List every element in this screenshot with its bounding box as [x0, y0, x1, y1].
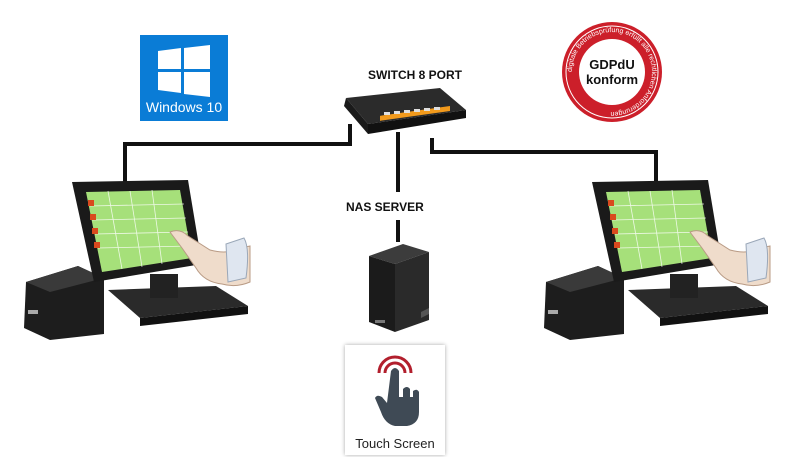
seal-subtitle: konform [586, 72, 638, 87]
receipt-printer-left [24, 266, 104, 340]
seal-title: GDPdU [589, 57, 635, 72]
pos-stand-left [108, 274, 248, 326]
windows-logo-icon [158, 45, 210, 97]
touch-monitor-left [72, 180, 202, 282]
cable-switch-to-left-terminal [123, 124, 352, 190]
pos-terminal-left [24, 180, 251, 340]
nas-server-icon [369, 244, 429, 332]
receipt-printer-right [544, 266, 624, 340]
touch-hand-icon [375, 355, 419, 426]
touch-monitor-right [592, 180, 722, 282]
windows-label: Windows 10 [145, 99, 223, 115]
cable-switch-to-right-terminal [430, 138, 658, 190]
nas-label: NAS SERVER [346, 200, 424, 214]
touch-label: Touch Screen [355, 436, 435, 451]
gdpdu-seal: digitale Betriebsprüfung erfüllt alle re… [562, 22, 662, 122]
pos-stand-right [628, 274, 768, 326]
touch-screen-badge: Touch Screen [345, 345, 445, 455]
windows-10-logo: Windows 10 [140, 35, 228, 121]
switch-label: SWITCH 8 PORT [368, 68, 463, 82]
pos-terminal-right [544, 180, 771, 340]
network-switch-icon [344, 88, 466, 134]
